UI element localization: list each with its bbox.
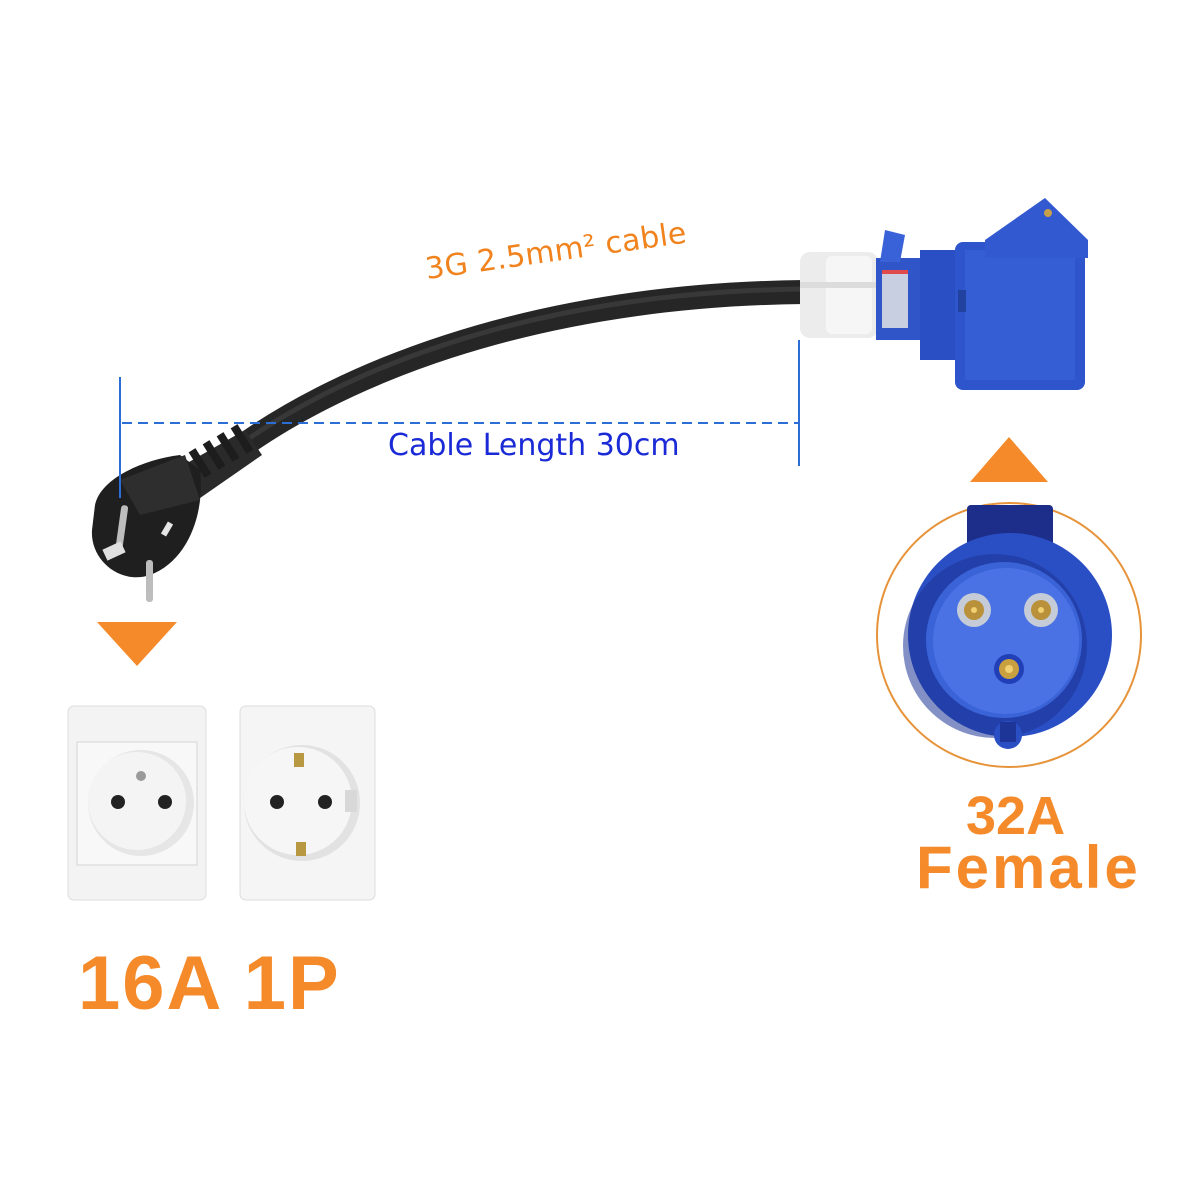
schuko-socket-icon [239,705,376,901]
cable-icon [218,280,817,467]
left-rating-label: 16A 1P [78,941,341,1026]
arrow-up-icon [970,437,1048,482]
cable-length-label: Cable Length 30cm [388,428,680,463]
right-gender-label: Female [916,834,1141,901]
schuko-plug-icon [91,424,262,602]
right-rating-label: 32A [966,786,1066,846]
arrow-down-icon [97,622,177,666]
cee-socket-face-icon [876,502,1142,768]
cee-connector-side-icon [800,198,1088,390]
french-socket-icon [67,705,207,901]
dimension-lines [119,340,800,498]
